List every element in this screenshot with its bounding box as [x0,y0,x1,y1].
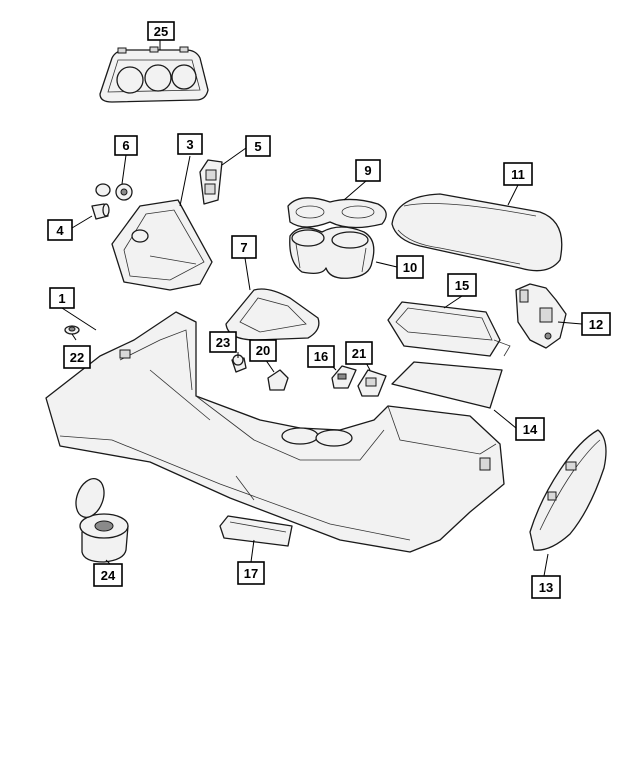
callout-17: 17 [237,561,265,585]
callout-15: 13 [531,575,561,599]
callout-16: 16 [307,345,335,368]
svg-text:23: 23 [216,335,230,350]
svg-text:13: 13 [539,580,553,595]
svg-text:15: 15 [455,278,469,293]
svg-text:16: 16 [314,349,328,364]
callout-21: 21 [345,341,373,365]
callout-3: 3 [177,133,203,155]
callout-4: 4 [47,219,73,241]
part-10-cupholder [289,226,375,279]
part-13-tray [387,301,511,357]
callout-1: 1 [49,287,75,309]
svg-text:22: 22 [70,350,84,365]
svg-text:11: 11 [511,167,525,182]
part-6-knobs [95,183,133,201]
part-3-bracket [111,199,213,291]
part-17-trim-strip [219,515,293,547]
svg-text:7: 7 [240,240,247,255]
part-9-trim-ring [287,197,387,229]
svg-text:25: 25 [154,24,168,39]
part-7-trim-bezel [225,288,320,341]
part-21-aux-plate [357,369,387,397]
callout-22: 22 [63,345,91,369]
part-25-switch-bezel [99,46,209,103]
svg-text:1: 1 [58,291,65,306]
svg-text:6: 6 [122,138,129,153]
part-20-bracket [267,369,289,391]
svg-text:5: 5 [254,139,261,154]
callout-11: 11 [503,162,533,186]
callout-9: 9 [355,159,381,182]
svg-text:4: 4 [56,223,64,238]
callout-14: 14 [515,417,545,441]
part-22-clip [64,325,80,335]
part-4-plug [91,203,110,220]
part-14-mat [391,361,503,409]
part-16-usb-plate [331,365,357,389]
callout-13: 15 [447,273,477,297]
part-24-power-outlet [75,478,129,563]
svg-text:14: 14 [523,422,538,437]
svg-text:24: 24 [101,568,116,583]
callout-24: 24 [93,563,123,587]
svg-text:17: 17 [244,566,258,581]
svg-text:3: 3 [186,137,193,152]
part-23-fastener [231,354,247,373]
callout-7: 77 [231,235,257,259]
callout-5: 5 [245,135,271,157]
callout-10: 10 [396,255,424,279]
part-5-switch [199,159,223,205]
callout-6: 6 [114,135,138,156]
callout-25: 25 [147,21,175,41]
svg-text:20: 20 [256,343,270,358]
callout-12: 12 [581,312,611,336]
svg-text:10: 10 [403,260,417,275]
part-11-armrest-lid [391,193,563,272]
svg-text:21: 21 [352,346,366,361]
part-12-latch-bracket [515,283,567,349]
svg-text:12: 12 [589,317,603,332]
callout-20: 20 [249,339,277,362]
part-15-side-panel [529,429,607,551]
callout-23: 23 [209,331,237,353]
svg-text:9: 9 [364,163,371,178]
part-1-console-body [45,311,505,553]
